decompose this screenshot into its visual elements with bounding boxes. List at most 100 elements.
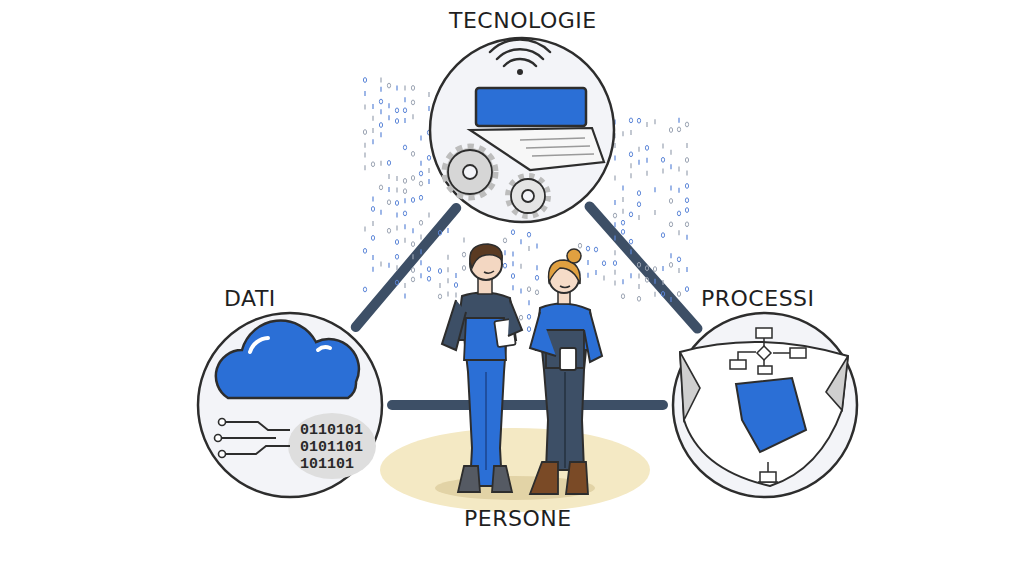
binary-digit-mark [614, 222, 615, 227]
binary-digit-mark [622, 185, 623, 190]
technology-icon-part [476, 88, 586, 126]
technology-circle: TECNOLOGIE [425, 6, 620, 224]
connector-line [590, 206, 698, 328]
people-figure-part [508, 300, 522, 336]
process-icon-part [790, 348, 806, 358]
binary-digit-mark [388, 187, 389, 192]
data-icon-part [250, 338, 268, 352]
binary-digit-mark [439, 283, 440, 288]
binary-digit-mark [380, 210, 381, 215]
people-figure-part [484, 271, 494, 273]
binary-digit-mark [622, 197, 623, 202]
binary-digit-mark [621, 220, 624, 225]
binary-digit-mark [372, 221, 373, 226]
binary-digit-mark [463, 237, 464, 242]
people-group: PERSONE [380, 240, 655, 540]
binary-digit-mark [686, 267, 687, 272]
binary-digit-mark [363, 78, 366, 83]
binary-digit-mark [396, 212, 397, 217]
binary-digit-mark [419, 171, 422, 176]
binary-digit-mark [363, 287, 366, 292]
process-icon [673, 313, 857, 497]
binary-digit-mark [396, 225, 397, 230]
process-icon-part [680, 352, 700, 420]
binary-digit-mark [380, 261, 381, 266]
binary-digit-mark [371, 236, 374, 241]
process-icon-part [673, 313, 857, 497]
binary-digit-mark [387, 228, 390, 233]
binary-digit-mark [686, 235, 687, 240]
people-figure-part [564, 372, 566, 468]
binary-digit-mark [614, 143, 615, 148]
binary-digit-mark [411, 277, 414, 282]
binary-digit-mark [404, 283, 405, 288]
process-icon-part [757, 346, 771, 360]
binary-digit-mark [685, 198, 688, 203]
binary-digit-mark [685, 287, 688, 292]
binary-digit-mark [419, 220, 422, 225]
binary-digit-mark [630, 249, 631, 254]
binary-digit-mark [646, 158, 647, 163]
binary-digit-mark [637, 262, 640, 267]
technology-icon-part [517, 69, 523, 75]
binary-digit-mark [587, 260, 588, 265]
binary-digit-mark [685, 208, 688, 213]
data-icon-part [198, 313, 382, 497]
binary-digit-mark [622, 209, 623, 214]
binary-digit-mark [447, 267, 448, 272]
data-circle: DATI0110101 0101101 101101 [198, 282, 382, 498]
binary-digit-mark [364, 143, 365, 148]
binary-digit-mark [645, 266, 648, 271]
technology-icon [430, 38, 614, 222]
process-icon-part [758, 462, 778, 482]
people-figure-part [584, 312, 602, 362]
binary-digit-mark [420, 249, 421, 254]
binary-digit-mark [638, 284, 639, 289]
binary-digit-mark [372, 267, 373, 272]
binary-digit-mark [380, 132, 381, 137]
binary-digit-mark [678, 118, 679, 123]
binary-digit-mark [654, 210, 655, 215]
binary-digit-mark [685, 122, 688, 127]
binary-digit-mark [638, 215, 639, 220]
binary-digit-mark [512, 251, 513, 256]
binary-digit-mark [364, 165, 365, 170]
connector-stroke [392, 400, 663, 410]
binary-digit-mark [371, 162, 374, 167]
binary-digit-mark [372, 255, 373, 260]
binary-digit-mark [404, 97, 405, 102]
people-figure-part [492, 466, 512, 492]
binary-digit-mark [388, 174, 389, 179]
people-figure-part [458, 466, 480, 492]
binary-digit-mark [613, 261, 616, 266]
binary-digit-mark [411, 176, 414, 181]
binary-digit-mark [670, 186, 671, 191]
binary-digit-mark [536, 265, 537, 270]
binary-digit-mark [403, 145, 406, 150]
binary-digit-mark [614, 155, 615, 160]
node-heading: PROCESSI [701, 286, 815, 312]
binary-digit-mark [614, 175, 615, 180]
binary-digit-mark [654, 187, 655, 192]
binary-digit-mark [670, 297, 671, 302]
binary-digit-mark [645, 145, 648, 150]
binary-digit-mark [578, 243, 581, 248]
binary-rain [363, 78, 688, 332]
binary-digit-mark [412, 228, 413, 233]
data-icon-part [215, 435, 222, 442]
binary-digit-mark [420, 161, 421, 166]
binary-digit-mark [428, 92, 429, 97]
binary-digit-mark [622, 131, 623, 136]
connector-stroke [356, 208, 456, 327]
binary-digit-mark [379, 123, 382, 128]
binary-digit-mark [512, 261, 513, 266]
node-heading: DATI [224, 286, 276, 312]
binary-digit-mark [678, 188, 679, 193]
binary-digit-mark [669, 262, 672, 267]
binary-digit-mark [395, 280, 398, 285]
binary-digit-mark [637, 202, 640, 207]
binary-digit-mark [637, 191, 640, 196]
binary-digit-mark [404, 198, 405, 203]
binary-digit-mark [637, 118, 640, 123]
